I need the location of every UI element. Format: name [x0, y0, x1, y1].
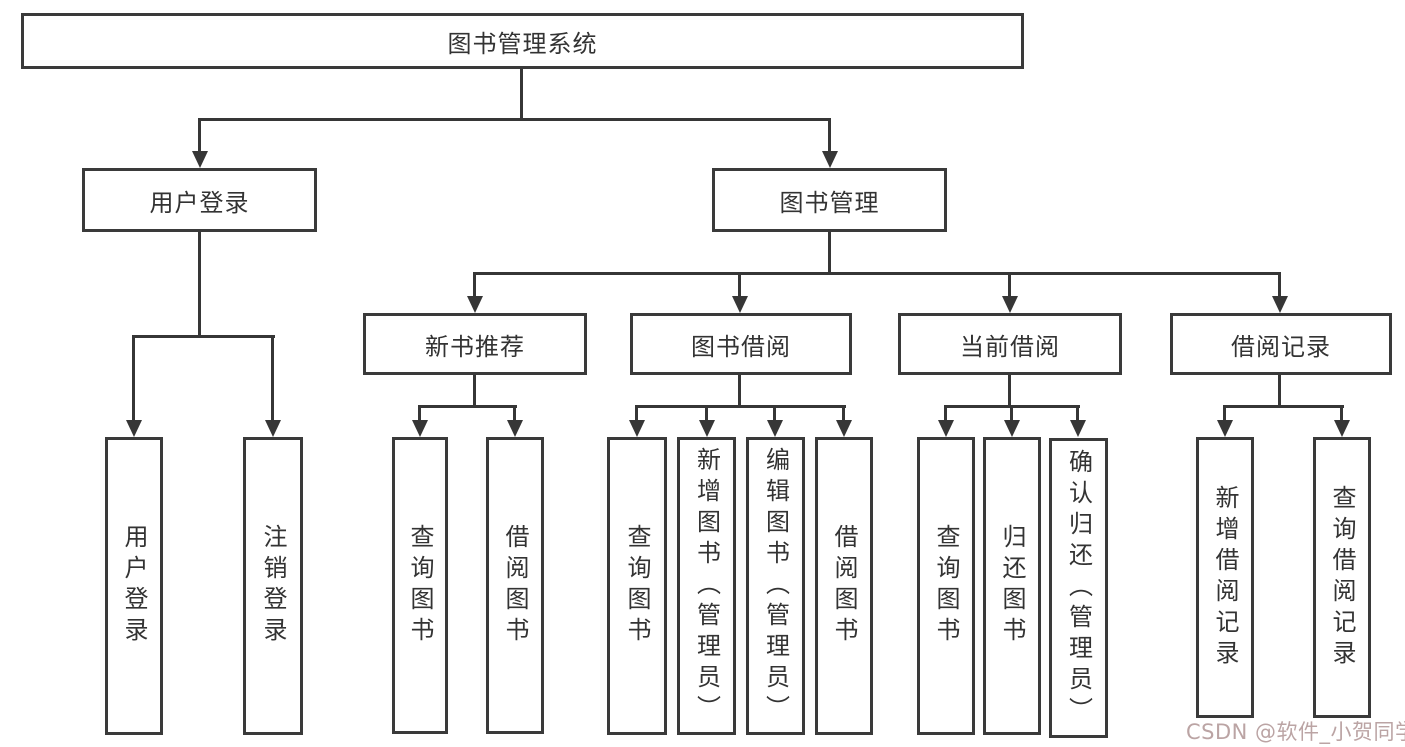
arrow-down-icon: [732, 296, 748, 313]
arrow-down-icon: [699, 420, 715, 437]
connector-line: [1278, 272, 1281, 299]
arrow-down-icon: [822, 151, 838, 168]
leaf-label: 注销登录: [259, 524, 287, 648]
arrow-down-icon: [938, 420, 954, 437]
arrow-down-icon: [1334, 420, 1350, 437]
leaf-label: 查询图书: [406, 523, 434, 648]
node-label: 新书推荐: [425, 332, 525, 361]
connector-line: [418, 405, 421, 423]
connector-line: [1278, 375, 1281, 408]
leaf-label: 查询图书: [623, 524, 651, 648]
leaf-label: 编辑图书（管理员）: [761, 446, 790, 726]
node-library-management-system: 图书管理系统: [21, 13, 1024, 69]
node-new-book-recommendation: 新书推荐: [363, 313, 587, 375]
leaf-query-books-recommend: 查询图书: [392, 437, 448, 734]
arrow-down-icon: [1004, 420, 1020, 437]
leaf-add-books-admin: 新增图书（管理员）: [677, 437, 736, 735]
connector-line: [773, 405, 776, 423]
arrow-down-icon: [1002, 296, 1018, 313]
connector-line: [271, 335, 274, 422]
connector-line: [520, 69, 523, 121]
connector-line: [828, 232, 831, 275]
arrow-down-icon: [507, 420, 523, 437]
node-book-borrowing: 图书借阅: [630, 313, 852, 375]
connector-line: [1340, 405, 1343, 423]
connector-line: [738, 375, 741, 408]
connector-line: [132, 335, 275, 338]
leaf-label: 借阅图书: [501, 523, 529, 648]
node-label: 图书借阅: [691, 332, 791, 361]
leaf-edit-books-admin: 编辑图书（管理员）: [746, 437, 805, 735]
node-label: 当前借阅: [960, 332, 1060, 361]
leaf-label: 确认归还（管理员）: [1064, 448, 1093, 728]
leaf-label: 新增借阅记录: [1211, 484, 1239, 671]
node-user-login: 用户登录: [82, 168, 317, 232]
leaf-label: 查询图书: [932, 524, 960, 648]
connector-line: [738, 272, 741, 299]
connector-line: [635, 405, 638, 423]
connector-line: [198, 118, 831, 121]
node-label: 用户登录: [149, 188, 250, 217]
leaf-logout: 注销登录: [243, 437, 303, 735]
connector-line: [418, 405, 517, 408]
node-borrowing-records: 借阅记录: [1170, 313, 1392, 375]
leaf-query-books-current: 查询图书: [917, 437, 975, 735]
arrow-down-icon: [629, 420, 645, 437]
leaf-label: 新增图书（管理员）: [692, 446, 721, 726]
leaf-query-books-borrowing: 查询图书: [607, 437, 667, 735]
connector-line: [473, 272, 476, 299]
arrow-down-icon: [1217, 420, 1233, 437]
csdn-watermark: CSDN @软件_小贺同学: [1186, 720, 1405, 744]
connector-line: [1010, 405, 1013, 423]
arrow-down-icon: [836, 420, 852, 437]
leaf-label: 借阅图书: [830, 524, 858, 648]
arrow-down-icon: [1272, 296, 1288, 313]
arrow-down-icon: [467, 296, 483, 313]
node-book-management: 图书管理: [712, 168, 947, 232]
leaf-borrow-books-borrowing: 借阅图书: [815, 437, 873, 735]
arrow-down-icon: [126, 420, 142, 437]
leaf-label: 用户登录: [120, 524, 148, 648]
leaf-add-borrow-record: 新增借阅记录: [1196, 437, 1254, 718]
connector-line: [828, 118, 831, 153]
arrow-down-icon: [767, 420, 783, 437]
connector-line: [1008, 272, 1011, 299]
leaf-confirm-return-admin: 确认归还（管理员）: [1049, 438, 1108, 738]
leaf-label: 归还图书: [998, 524, 1026, 648]
connector-line: [1008, 375, 1011, 408]
leaf-label: 查询借阅记录: [1328, 484, 1356, 671]
connector-line: [1223, 405, 1344, 408]
leaf-return-books: 归还图书: [983, 437, 1041, 735]
leaf-user-login: 用户登录: [105, 437, 163, 735]
node-label: 借阅记录: [1231, 332, 1331, 361]
connector-line: [198, 232, 201, 338]
node-label: 图书管理系统: [447, 29, 598, 58]
connector-line: [473, 375, 476, 408]
connector-line: [944, 405, 947, 423]
connector-line: [513, 405, 516, 423]
connector-line: [1223, 405, 1226, 423]
connector-line: [635, 405, 846, 408]
leaf-borrow-books-recommend: 借阅图书: [486, 437, 544, 734]
arrow-down-icon: [192, 151, 208, 168]
connector-line: [705, 405, 708, 423]
arrow-down-icon: [412, 420, 428, 437]
connector-line: [473, 272, 1281, 275]
leaf-query-borrow-record: 查询借阅记录: [1313, 437, 1371, 718]
connector-line: [132, 335, 135, 422]
arrow-down-icon: [265, 420, 281, 437]
connector-line: [1076, 405, 1079, 423]
connector-line: [842, 405, 845, 423]
connector-line: [198, 118, 201, 153]
arrow-down-icon: [1070, 420, 1086, 437]
node-current-borrowing: 当前借阅: [898, 313, 1122, 375]
node-label: 图书管理: [779, 188, 880, 217]
